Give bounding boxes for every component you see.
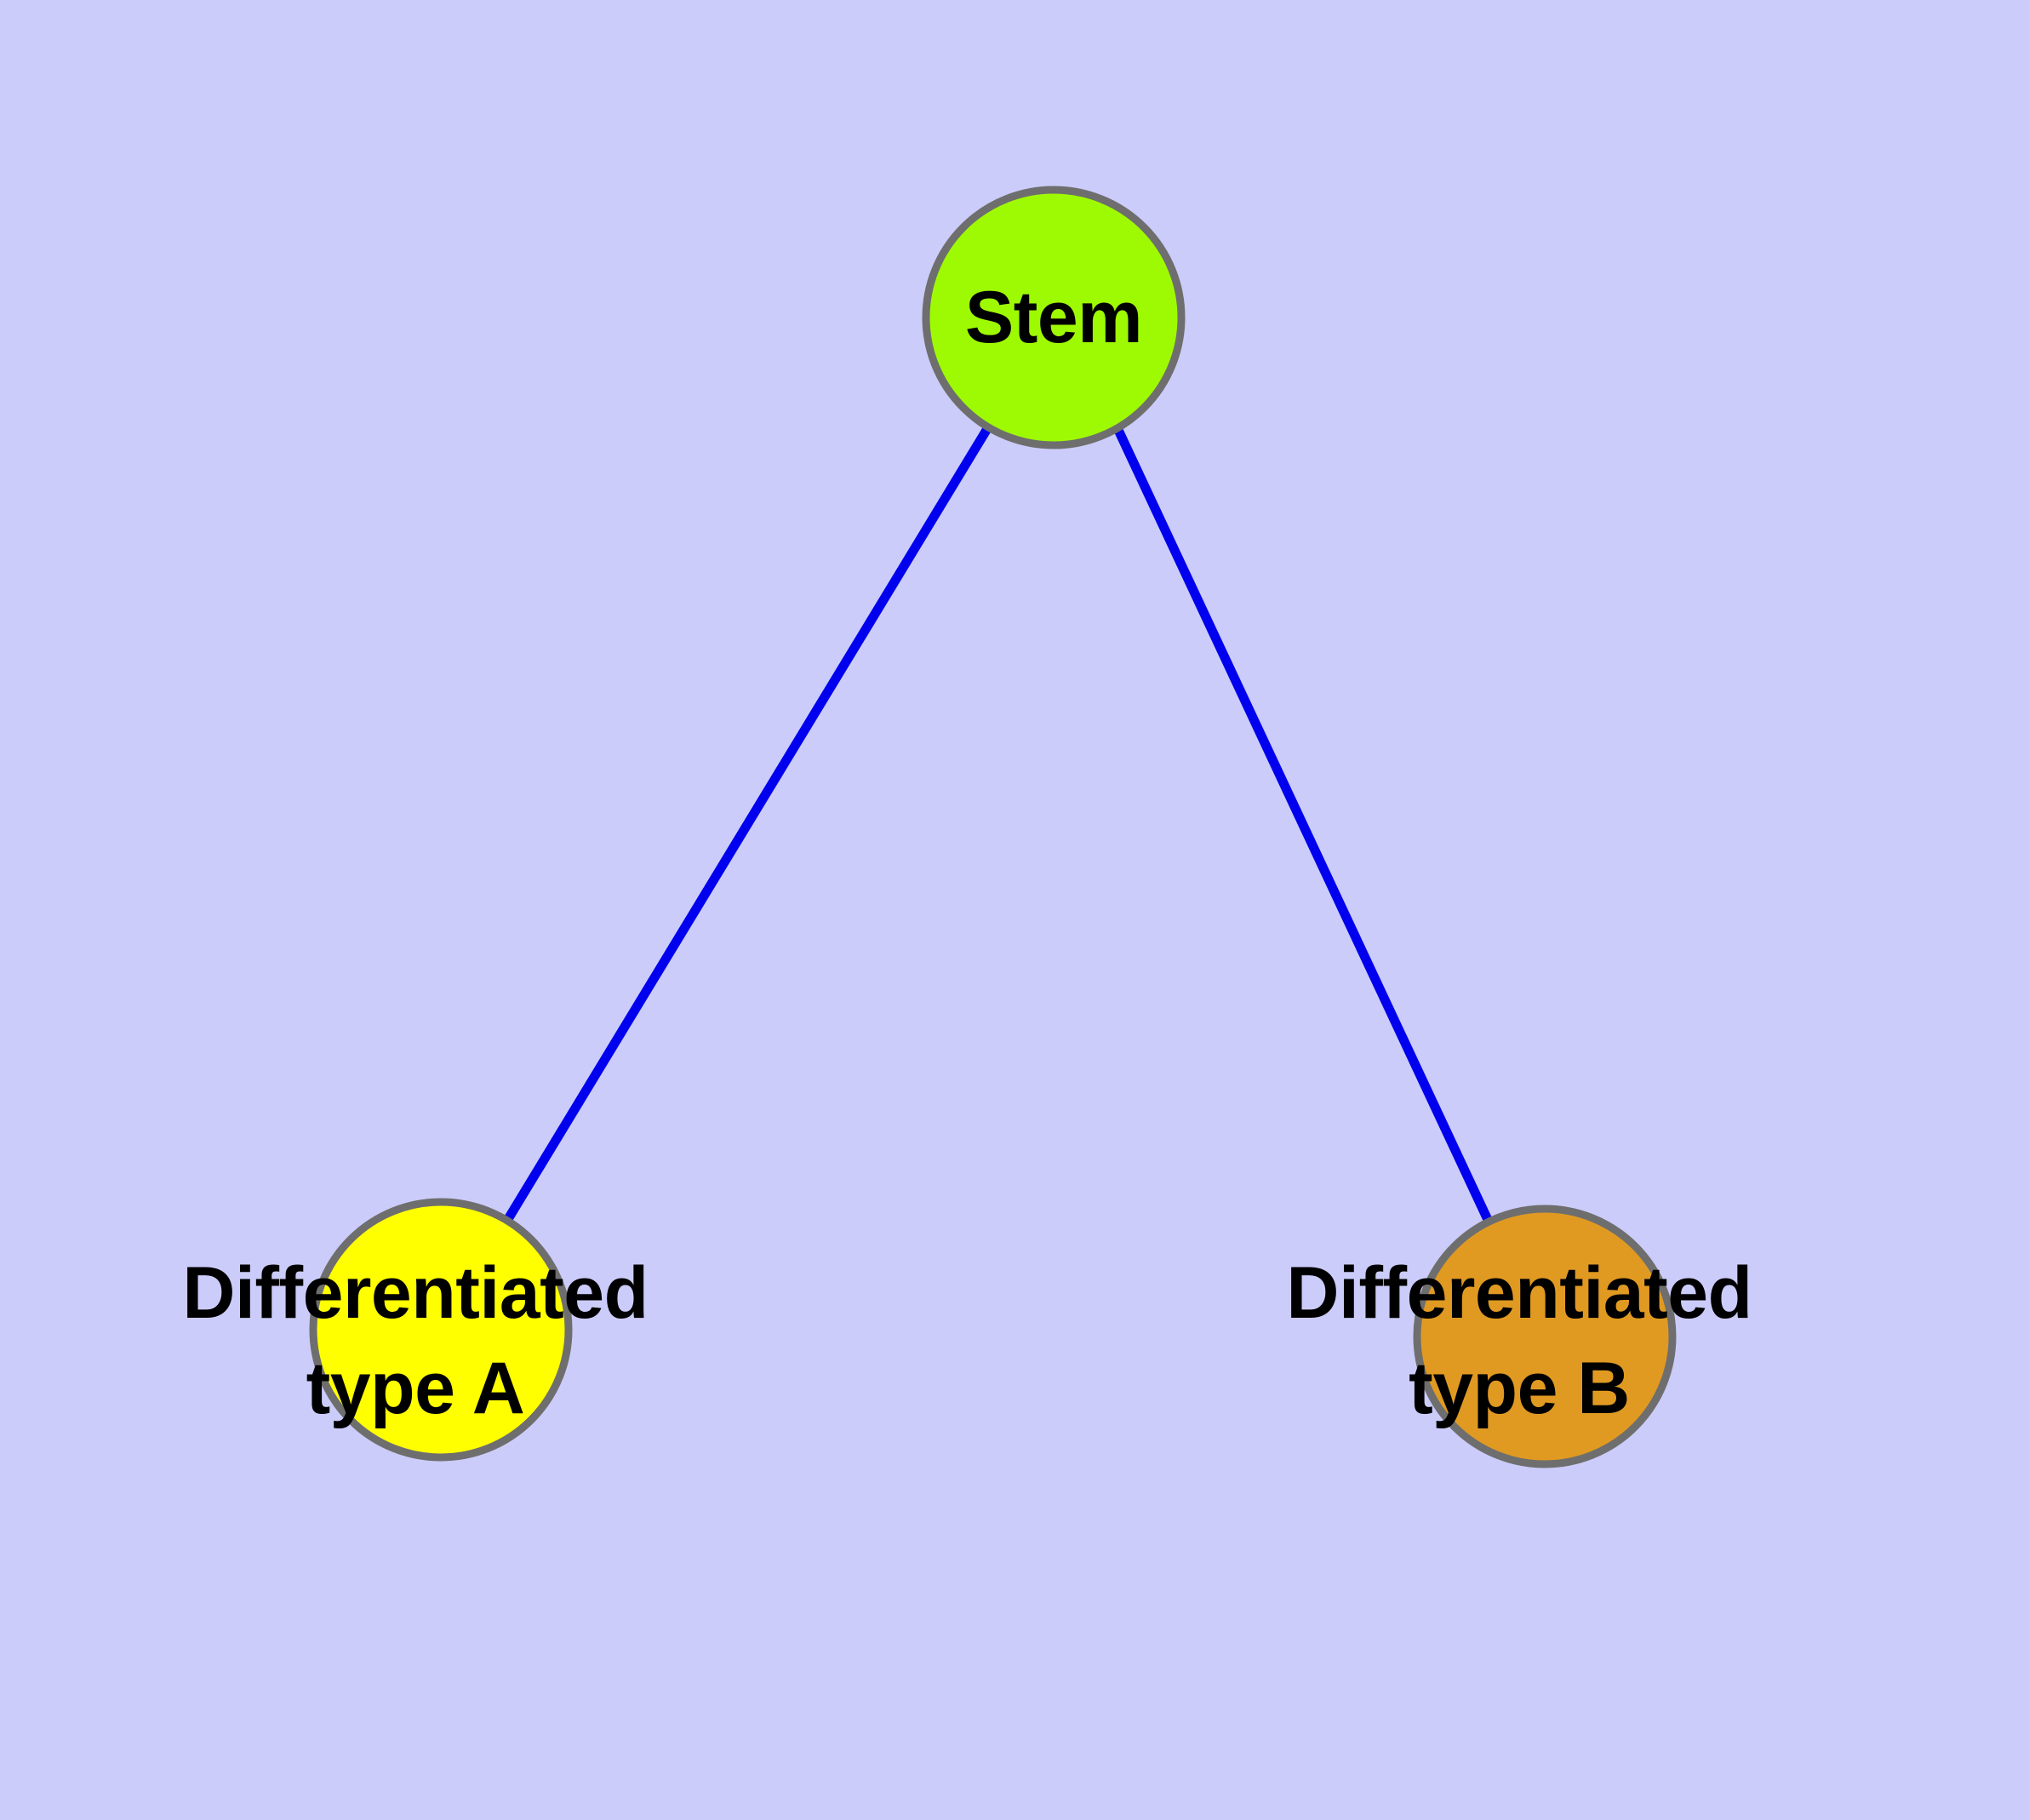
edge-stem-to-differentiated-type-a: [504, 425, 992, 1222]
node-circle-differentiated-type-b[interactable]: [1413, 1205, 1677, 1468]
edge-stem-to-differentiated-type-b: [1113, 426, 1494, 1226]
node-circle-differentiated-type-a[interactable]: [309, 1198, 573, 1462]
node-circle-stem[interactable]: [922, 186, 1186, 449]
